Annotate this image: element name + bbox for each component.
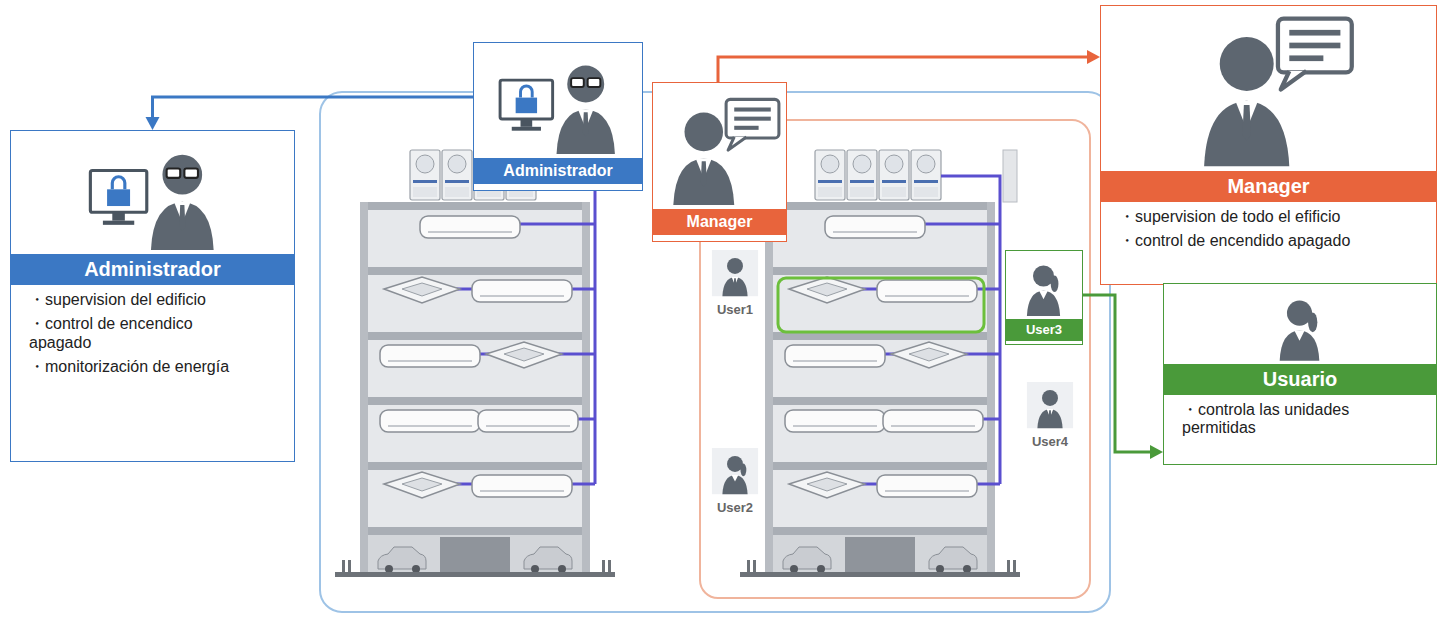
person-icon xyxy=(474,47,641,156)
user-tag: User3 xyxy=(1005,250,1083,345)
arrow-head xyxy=(146,117,160,130)
role-tag: Administrador xyxy=(473,42,643,191)
arrow-connector xyxy=(146,97,474,130)
arrow-head xyxy=(1087,50,1100,64)
user-label: User2 xyxy=(705,500,765,515)
role-band: User3 xyxy=(1006,319,1082,341)
person-icon xyxy=(1101,10,1435,169)
person-icon xyxy=(1164,288,1435,362)
role-card: Administrador・supervision del edificio・c… xyxy=(10,130,295,462)
person-icon xyxy=(11,135,293,252)
connector-line xyxy=(1083,295,1152,452)
user-label: User4 xyxy=(1020,434,1080,449)
bullet-text: ・supervision del edificio xyxy=(11,285,294,309)
role-band: Manager xyxy=(653,209,786,235)
person-icon xyxy=(1006,255,1081,317)
role-band: Manager xyxy=(1101,171,1436,202)
role-band: Usuario xyxy=(1164,364,1436,395)
connector-line xyxy=(718,57,1089,82)
arrow-connector xyxy=(718,50,1100,82)
bullet-text: ・control de encendico apagado xyxy=(11,309,294,352)
connector-line xyxy=(153,97,474,119)
role-card: Usuario・controla las unidades permitidas xyxy=(1163,283,1437,465)
role-band: Administrador xyxy=(11,254,294,285)
bullet-text: ・supervision de todo el efificio xyxy=(1101,202,1436,226)
bullet-text: ・monitorización de energía xyxy=(11,352,294,376)
bullet-text: ・control de encendido apagado xyxy=(1101,226,1436,250)
person-icon xyxy=(653,87,785,207)
arrow-head xyxy=(1150,445,1163,459)
role-card: Manager・supervision de todo el efificio・… xyxy=(1100,5,1437,285)
role-band: Administrador xyxy=(474,158,642,184)
role-tag: Manager xyxy=(652,82,787,242)
bullet-text: ・controla las unidades permitidas xyxy=(1164,395,1436,438)
arrow-connector xyxy=(1083,295,1163,459)
user-label: User1 xyxy=(705,302,765,317)
